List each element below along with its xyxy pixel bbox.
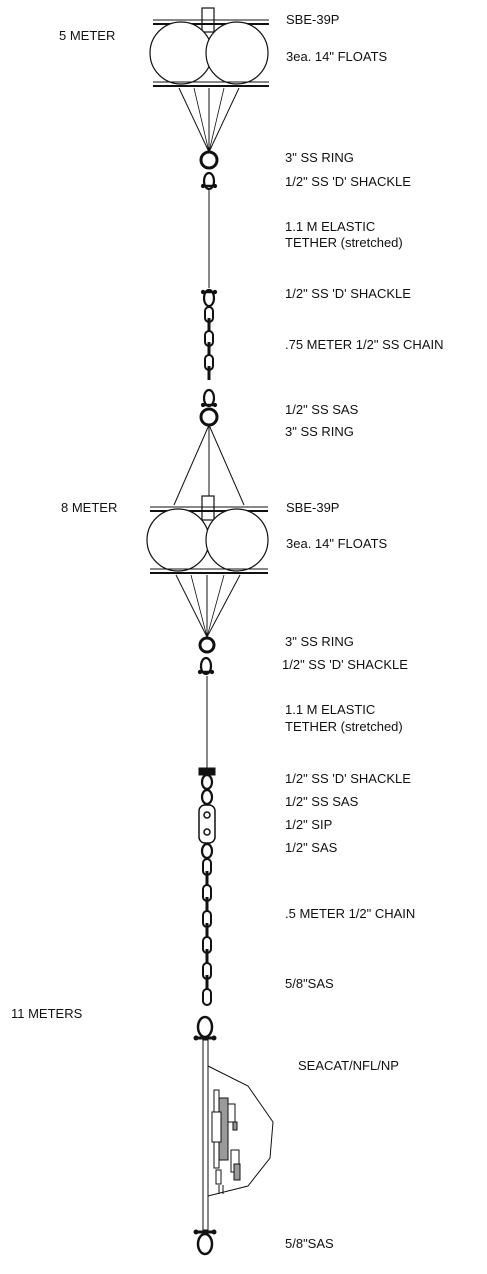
label-tether-1b: TETHER (stretched) [285,235,403,250]
depth-label-5m: 5 METER [59,28,116,43]
label-sbe39p-1: SBE-39P [286,12,340,27]
label-shackle-4: 1/2" SS 'D' SHACKLE [285,771,411,786]
instrument-bar [202,1039,209,1231]
float-right-middle [205,508,269,572]
label-seacat: SEACAT/NFL/NP [298,1058,399,1073]
label-sip: 1/2" SIP [285,817,333,832]
label-shackle-1: 1/2" SS 'D' SHACKLE [285,174,411,189]
label-chain-1: .75 METER 1/2" SS CHAIN [285,337,444,352]
ss-ring-2 [199,407,219,427]
d-shackle-4 [200,773,214,791]
chain-link [202,988,212,1006]
label-sbe39p-2: SBE-39P [286,500,340,515]
float-left [149,21,213,85]
chain-05m [202,858,212,1006]
label-floats-1: 3ea. 14" FLOATS [286,49,388,64]
sas-5-8-top [193,1015,217,1041]
label-ring-1: 3" SS RING [285,150,354,165]
float-right [205,21,269,85]
float-left-middle [146,508,210,572]
ss-sas-1 [200,388,218,408]
d-shackle-1 [200,171,218,191]
float-assembly-upper [149,7,269,153]
label-tether-2b: TETHER (stretched) [285,719,403,734]
sbe-39p-sensor-middle [201,495,215,521]
d-shackle-3 [197,656,215,676]
label-shackle-3: 1/2" SS 'D' SHACKLE [282,657,408,672]
label-sas-3: 1/2" SAS [285,840,338,855]
sas-3 [200,842,214,860]
depth-label-11m: 11 METERS [11,1006,83,1021]
label-tether-2a: 1.1 M ELASTIC [285,702,376,717]
depth-label-8m: 8 METER [61,500,118,515]
label-ring-3: 3" SS RING [285,634,354,649]
d-shackle-2 [200,288,218,308]
bridle-line [178,87,210,153]
label-shackle-2: 1/2" SS 'D' SHACKLE [285,286,411,301]
ss-sas-2 [200,788,214,806]
instrument-cage [202,1039,274,1231]
label-sas-1: 1/2" SS SAS [285,402,359,417]
sas-5-8-bottom [193,1229,217,1256]
label-sas-2: 1/2" SS SAS [285,794,359,809]
ss-ring-3 [198,636,216,654]
label-chain-2: .5 METER 1/2" CHAIN [285,906,416,921]
label-sas58-top: 5/8"SAS [285,976,334,991]
sip-swivel [198,804,216,844]
label-sas58-bottom: 5/8"SAS [285,1236,334,1251]
instrument-fin [207,1065,274,1197]
ss-ring-1 [199,150,219,170]
label-floats-2: 3ea. 14" FLOATS [286,536,388,551]
label-ring-2: 3" SS RING [285,424,354,439]
ss-chain-075m [204,306,214,380]
shackle-swivel-stack [198,767,216,860]
label-tether-1a: 1.1 M ELASTIC [285,219,376,234]
seacat-instrument [211,1089,241,1194]
float-assembly-middle [146,424,269,638]
